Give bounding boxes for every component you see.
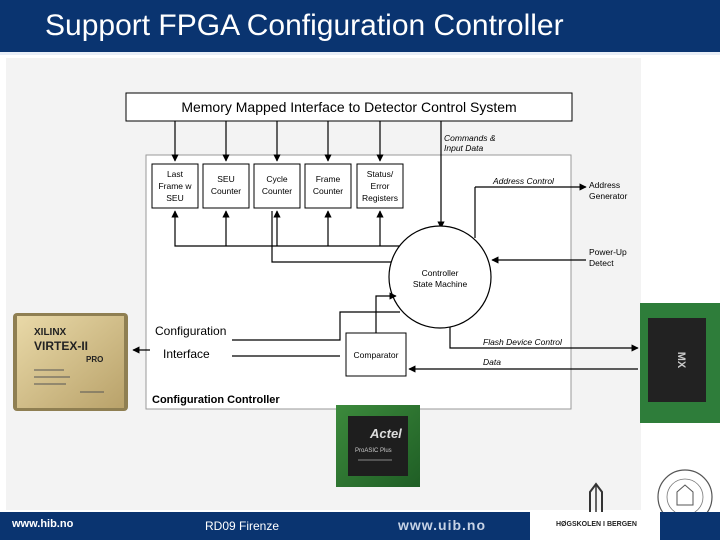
flash-control-arrow <box>449 327 639 352</box>
commands-label-1: Commands & <box>444 133 496 143</box>
slide-header <box>0 0 720 52</box>
flash-brand-text: MX <box>675 352 687 369</box>
virtex-sub-text: PRO <box>86 355 103 364</box>
footer-hib-name: HØGSKOLEN I BERGEN <box>556 521 637 528</box>
state-machine-label-2: State Machine <box>413 279 468 289</box>
register-label: SEU <box>217 174 234 184</box>
virtex-brand-text: XILINX <box>34 327 67 338</box>
memory-interface-label: Memory Mapped Interface to Detector Cont… <box>181 99 516 115</box>
power-up-label-2: Detect <box>589 258 614 268</box>
feedback-line-6 <box>271 211 400 263</box>
register-label: Counter <box>211 186 241 196</box>
address-control-label: Address Control <box>492 176 555 186</box>
slide-title: Support FPGA Configuration Controller <box>45 9 564 42</box>
state-to-interface-line <box>232 311 400 341</box>
register-label: Counter <box>262 186 292 196</box>
slide-footer: www.hib.no RD09 Firenze www.uib.no HØGSK… <box>0 512 720 540</box>
state-machine-label-1: Controller <box>422 268 459 278</box>
register-label: Error <box>371 181 390 191</box>
register-status-error: Status/ Error Registers <box>356 163 404 209</box>
actel-model-text: ProASIC Plus <box>355 448 392 454</box>
config-interface-label-1: Configuration <box>155 324 226 338</box>
register-cycle-counter: Cycle Counter <box>253 163 301 209</box>
config-controller-label: Configuration Controller <box>152 394 280 406</box>
register-label: Last <box>167 169 184 179</box>
flash-control-label: Flash Device Control <box>483 337 563 347</box>
actel-brand-text: Actel <box>369 426 402 441</box>
flash-chip-image: MX <box>640 303 720 423</box>
register-label: SEU <box>166 193 183 203</box>
footer-hib-url: www.hib.no <box>12 518 74 530</box>
comparator-to-state-line <box>375 292 397 333</box>
register-seu-counter: SEU Counter <box>202 163 250 209</box>
feedback-line-1 <box>171 210 403 247</box>
address-generator-label-1: Address <box>589 180 620 190</box>
comparator-box <box>345 332 407 377</box>
uib-seal-logo <box>657 469 713 525</box>
virtex-chip-image: XILINX VIRTEX-II PRO <box>13 313 128 411</box>
register-label: Registers <box>362 193 398 203</box>
register-label: Cycle <box>266 174 288 184</box>
virtex-model-text: VIRTEX-II <box>34 339 88 353</box>
hib-logo <box>589 482 603 515</box>
register-last-frame: Last Frame w SEU <box>151 163 199 209</box>
header-divider <box>0 52 720 55</box>
register-frame-counter: Frame Counter <box>304 163 352 209</box>
actel-chip-image: Actel ProASIC Plus <box>336 405 420 487</box>
footer-hib-panel: HØGSKOLEN I BERGEN <box>530 512 660 540</box>
footer-conference: RD09 Firenze <box>205 519 280 533</box>
state-machine-circle <box>388 225 492 329</box>
data-label: Data <box>483 357 501 367</box>
comparator-label: Comparator <box>354 350 399 360</box>
commands-label-2: Input Data <box>444 143 483 153</box>
config-interface-label-2: Interface <box>163 347 210 361</box>
register-label: Counter <box>313 186 343 196</box>
memory-interface-box <box>125 92 573 122</box>
footer-uib-url: www.uib.no <box>398 517 487 533</box>
address-generator-label-2: Generator <box>589 191 627 201</box>
register-label: Frame <box>316 174 341 184</box>
register-label: Status/ <box>367 169 394 179</box>
power-up-label-1: Power-Up <box>589 247 627 257</box>
register-label: Frame w <box>158 181 192 191</box>
